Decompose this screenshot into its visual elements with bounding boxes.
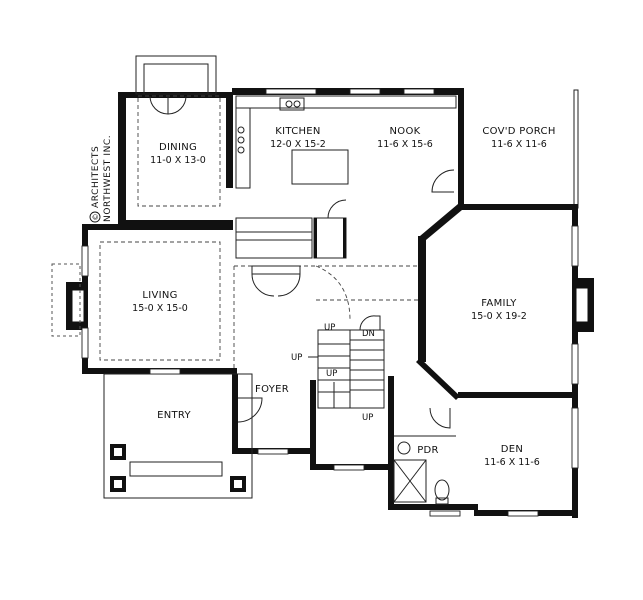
room-dimension: 11-6 X 15-6 — [377, 139, 433, 150]
room-name: LIVING — [142, 290, 177, 301]
room-den: DEN 11-6 X 11-6 — [484, 444, 540, 468]
windows — [81, 88, 579, 517]
room-name: COV'D PORCH — [482, 126, 555, 137]
stair-up-label: UP — [324, 323, 335, 333]
room-foyer: FOYER — [255, 384, 289, 395]
room-living: LIVING 15-0 X 15-0 — [132, 290, 188, 314]
room-dimension: 12-0 X 15-2 — [270, 139, 326, 150]
room-nook: NOOK 11-6 X 15-6 — [377, 126, 433, 150]
room-dining: DINING 11-0 X 13-0 — [150, 142, 206, 166]
room-name: NOOK — [390, 126, 421, 137]
stair-up-label: UP — [362, 413, 373, 423]
copyright-symbol: © — [92, 214, 100, 221]
room-name: DEN — [501, 444, 523, 455]
room-pdr: PDR — [417, 445, 439, 456]
room-name: ENTRY — [157, 410, 191, 421]
room-covered-porch: COV'D PORCH 11-6 X 11-6 — [482, 126, 555, 150]
room-dimension: 11-0 X 13-0 — [150, 155, 206, 166]
stair-treads — [318, 330, 384, 408]
stair-up-label: UP — [326, 369, 337, 379]
room-name: KITCHEN — [275, 126, 320, 137]
room-dimension: 11-6 X 11-6 — [484, 457, 540, 468]
stair-down-label: DN — [362, 329, 375, 339]
room-name: FOYER — [255, 384, 289, 395]
stair-labels: UP UP UP UP DN — [291, 323, 375, 423]
credit-line-2: NORTHWEST INC. — [103, 135, 113, 222]
room-name: FAMILY — [481, 298, 517, 309]
stair-up-label: UP — [291, 353, 302, 363]
room-dimension: 15-0 X 19-2 — [471, 311, 527, 322]
room-dimension: 11-6 X 11-6 — [491, 139, 547, 150]
architect-credit: © ARCHITECTS NORTHWEST INC. — [89, 135, 113, 223]
room-dimension: 15-0 X 15-0 — [132, 303, 188, 314]
credit-line-1: ARCHITECTS — [91, 146, 101, 208]
room-kitchen: KITCHEN 12-0 X 15-2 — [270, 126, 326, 150]
room-family: FAMILY 15-0 X 19-2 — [471, 298, 527, 322]
interior-walls — [51, 55, 457, 505]
room-name: DINING — [159, 142, 197, 153]
room-name: PDR — [417, 445, 439, 456]
room-entry: ENTRY — [157, 410, 191, 421]
